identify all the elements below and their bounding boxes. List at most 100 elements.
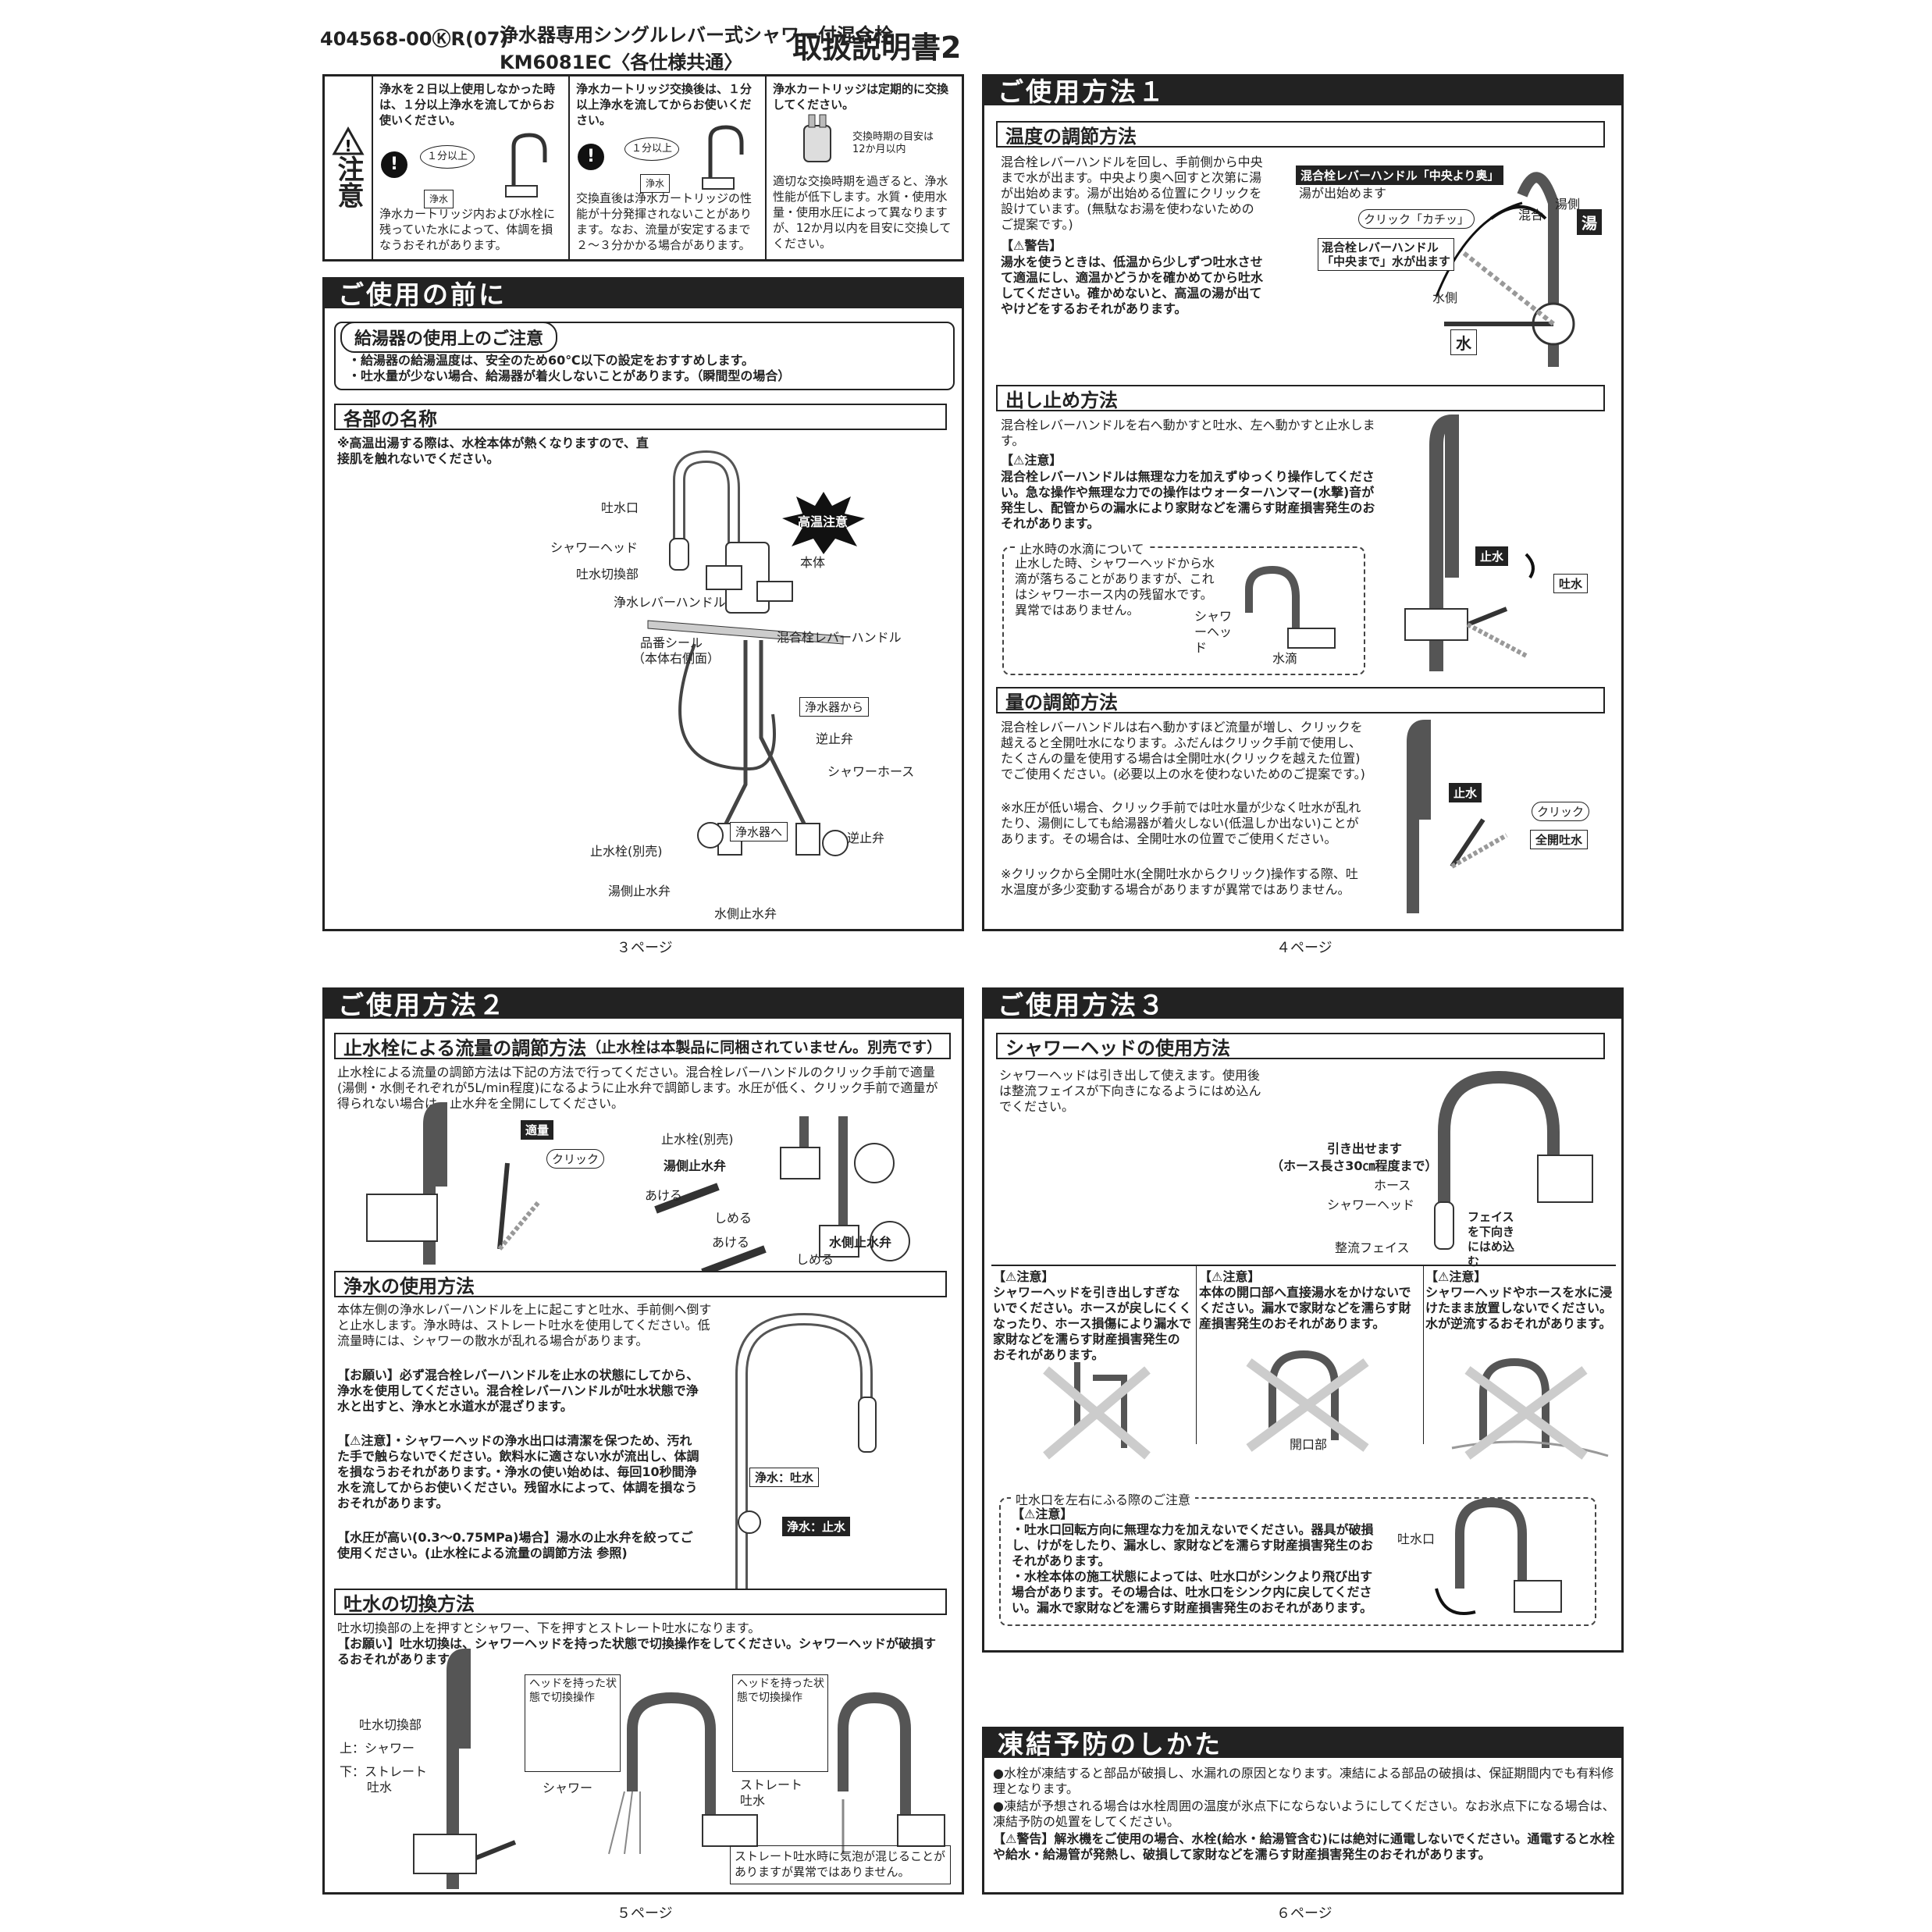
caution-1-note: 浄水カートリッジ内および水栓に残っていた水によって、体調を損なうおそれがあります… (379, 207, 556, 252)
page5-title: ご使用方法２ (322, 987, 964, 1020)
water-heater-item-2: ・吐水量が少ない場合、給湯器が着火しないことがあります。（瞬間型の場合） (348, 368, 791, 383)
page6-title: ご使用方法３ (982, 987, 1624, 1020)
valve-text: 止水栓による流量の調節方法は下記の方法で行ってください。混合栓レバーハンドルのク… (337, 1065, 938, 1111)
bubble-note-box (730, 1845, 951, 1884)
valve-lever-diagram (366, 1101, 541, 1265)
tag-pure: 浄水 (640, 174, 671, 193)
vol-stop-label: 止水 (1449, 783, 1482, 802)
pure-title: 浄水の使用方法 (334, 1271, 947, 1297)
caution-3-text: 浄水カートリッジは定期的に交換してください。 (773, 82, 949, 112)
swing-item-2: ・水栓本体の施工状態によっては、吐水口がシンクより飛び出す場合があります。その場… (1012, 1569, 1373, 1615)
document-code: 404568-00ⓀR(07) (320, 28, 509, 50)
bubble-2: １分以上 (624, 137, 680, 161)
head-label: シャワーヘッド (1327, 1197, 1415, 1212)
label-shower-head: シャワーヘッド (550, 540, 639, 555)
parts-note: ※高温出湯する際は、水栓本体が熱くなりますので、直接肌を触れないでください。 (337, 436, 649, 466)
prohibit-icon: ! (381, 151, 407, 178)
caution-3-note: 適切な交換時期を過ぎると、浄水性能が低下します。水質・使用水量・使用水圧によって… (773, 174, 952, 251)
switch-diagram (413, 1648, 517, 1889)
caution-col-3: 浄水カートリッジは定期的に交換してください。 交換時期の目安は12か月以内 適切… (767, 76, 962, 259)
flow-stop-label: 止水 (1475, 546, 1509, 566)
valve-close-label-2: しめる (796, 1252, 834, 1267)
caution-side: ! 注意 (325, 76, 373, 259)
drip-shower-head-label: シャワーヘッド (1194, 609, 1233, 655)
temp-diagram (1435, 172, 1575, 367)
divider (1423, 1265, 1424, 1444)
shower-diagram (1434, 1070, 1593, 1250)
label-shower-hose: シャワーホース (827, 764, 915, 779)
caution-label: 注意 (333, 155, 364, 208)
swing-box (999, 1497, 1596, 1626)
mix-lever-far-label-2: 湯が出始めます (1299, 186, 1387, 201)
bubble-1: １分以上 (420, 145, 475, 169)
shower-text: シャワーヘッドは引き出して使えます。使用後は整流フェイスが下向きになるようにはめ… (999, 1068, 1261, 1114)
replace-interval: 交換時期の目安は12か月以内 (852, 131, 934, 155)
c1-text: シャワーヘッドを引き出しすぎないでください。ホースが戻しにくくなったり、ホース損… (993, 1285, 1192, 1362)
tag-pure: 浄水 (424, 190, 454, 208)
label-switch: 吐水切換部 (576, 567, 639, 582)
label-cold-valve: 水側止水弁 (714, 906, 777, 921)
pure-caution: 【⚠注意】・シャワーヘッドの浄水出口は清潔を保つため、汚れた手で触らないでくださ… (337, 1433, 699, 1510)
hold-label-2: ヘッドを持った状態で切換操作 (737, 1678, 824, 1704)
water-heater-note-box (334, 322, 955, 390)
flow-warn: 混合栓レバーハンドルは無理な力を加えずゆっくり操作してください。急な操作や無理な… (1001, 469, 1375, 531)
switch-down-label: 下：ストレート (340, 1764, 428, 1779)
document-title: 取扱説明書2 (792, 30, 962, 65)
c3-text: シャワーヘッドやホースを水に浸けたまま放置しないでください。水が逆流するおそれが… (1425, 1285, 1613, 1331)
caution-col-2: 浄水カートリッジ交換後は、１分以上浄水を流してからお使いください。 ! １分以上… (570, 76, 767, 259)
faucet-icon (505, 133, 547, 197)
swing-item-1: ・吐水口回転方向に無理な力を加えないでください。器具が破損し、けがをしたり、漏水… (1012, 1522, 1374, 1568)
flow-diagram (1404, 414, 1535, 671)
divider (991, 1265, 1616, 1266)
freeze-warning: 【⚠警告】解氷機をご使用の場合、水栓(給水・給湯管含む)には絶対に通電しないでく… (993, 1831, 1615, 1862)
flow-flow-label: 吐水 (1553, 574, 1589, 593)
temp-warn: 湯水を使うときは、低温から少しずつ吐水させて適温にし、適温かどうかを確かめてから… (1001, 254, 1264, 316)
x-mark-icon (1451, 1357, 1609, 1460)
label-stop-valve: 止水栓(別売) (590, 844, 663, 859)
shower-title: シャワーヘッドの使用方法 (996, 1033, 1605, 1059)
hot-label: 湯 (1577, 209, 1602, 235)
valve-diagram (654, 1116, 910, 1276)
mix-lever-center-label-2: 「中央まで」水が出ます (1322, 254, 1451, 269)
page6-number: ６ページ (1276, 1905, 1332, 1922)
face-down-label: フェイスを下向きにはめ込む (1468, 1210, 1515, 1268)
switch-part-label: 吐水切換部 (359, 1717, 422, 1732)
freeze-title: 凍結予防のしかた (982, 1727, 1624, 1759)
pure-text: 本体左側の浄水レバーハンドルを上に起こすと吐水、手前側へ倒すと止水します。浄水時… (337, 1302, 712, 1348)
hot-caution-label: 高温注意 (798, 514, 849, 529)
tag-to-purifier: 浄水器へ (730, 822, 788, 841)
proper-label: 適量 (521, 1120, 554, 1140)
vol-full-label: 全開吐水 (1530, 830, 1589, 849)
vol-diagram (1407, 719, 1508, 913)
valve-open-label: あける (645, 1188, 683, 1203)
hose-label: ホース (1374, 1178, 1411, 1193)
freeze-item-1: ●水栓が凍結すると部品が破損し、水漏れの原因となります。凍結による部品の破損は、… (993, 1766, 1614, 1796)
prohibit-icon: ! (578, 144, 604, 170)
water-heater-item-1: ・給湯器の給湯温度は、安全のため60℃以下の設定をおすすめします。 (348, 353, 755, 368)
label-hot-valve: 湯側止水弁 (608, 884, 671, 898)
swing-diagram (1435, 1497, 1562, 1615)
swing-title: 吐水口を左右にふる際のご注意 (1011, 1489, 1196, 1508)
temp-warn-head: 【⚠警告】 (1001, 238, 1062, 253)
valve-title-note: （止水栓は本製品に同梱されていません。別売です） (586, 1038, 942, 1056)
label-body: 本体 (800, 555, 826, 570)
label-spout: 吐水口 (601, 500, 639, 515)
cold-side-label: 水側 (1432, 290, 1458, 305)
label-seal-sub: （本体右側面） (632, 651, 720, 666)
switch-text: 吐水切換部の上を押すとシャワー、下を押すとストレート吐水になります。 (337, 1621, 761, 1635)
straight-mode-label: ストレート吐水 (740, 1777, 803, 1808)
tag-from-purifier: 浄水器から (799, 697, 870, 717)
switch-up-label: 上：シャワー (340, 1741, 415, 1756)
mix-label: 混合 (1518, 208, 1544, 222)
drip-title: 止水時の水滴について (1015, 539, 1149, 557)
swing-spout-label: 吐水口 (1397, 1532, 1436, 1546)
hot-side-label: 湯側 (1555, 197, 1581, 212)
bubble-note: ストレート吐水時に気泡が混じることがありますが異常ではありません。 (735, 1849, 946, 1879)
shower-mode-diagram (608, 1692, 758, 1855)
page3-title: ご使用の前に (322, 277, 964, 310)
pure-off-label: 浄水：止水 (782, 1517, 851, 1536)
valve-close-label: しめる (714, 1211, 753, 1226)
freeze-item-2: ●凍結が予想される場合は水栓周囲の温度が氷点下にならないようにしてください。なお… (993, 1799, 1615, 1829)
parts-title: 各部の名称 (334, 404, 947, 430)
click-label: クリック「カチッ」 (1358, 209, 1475, 229)
